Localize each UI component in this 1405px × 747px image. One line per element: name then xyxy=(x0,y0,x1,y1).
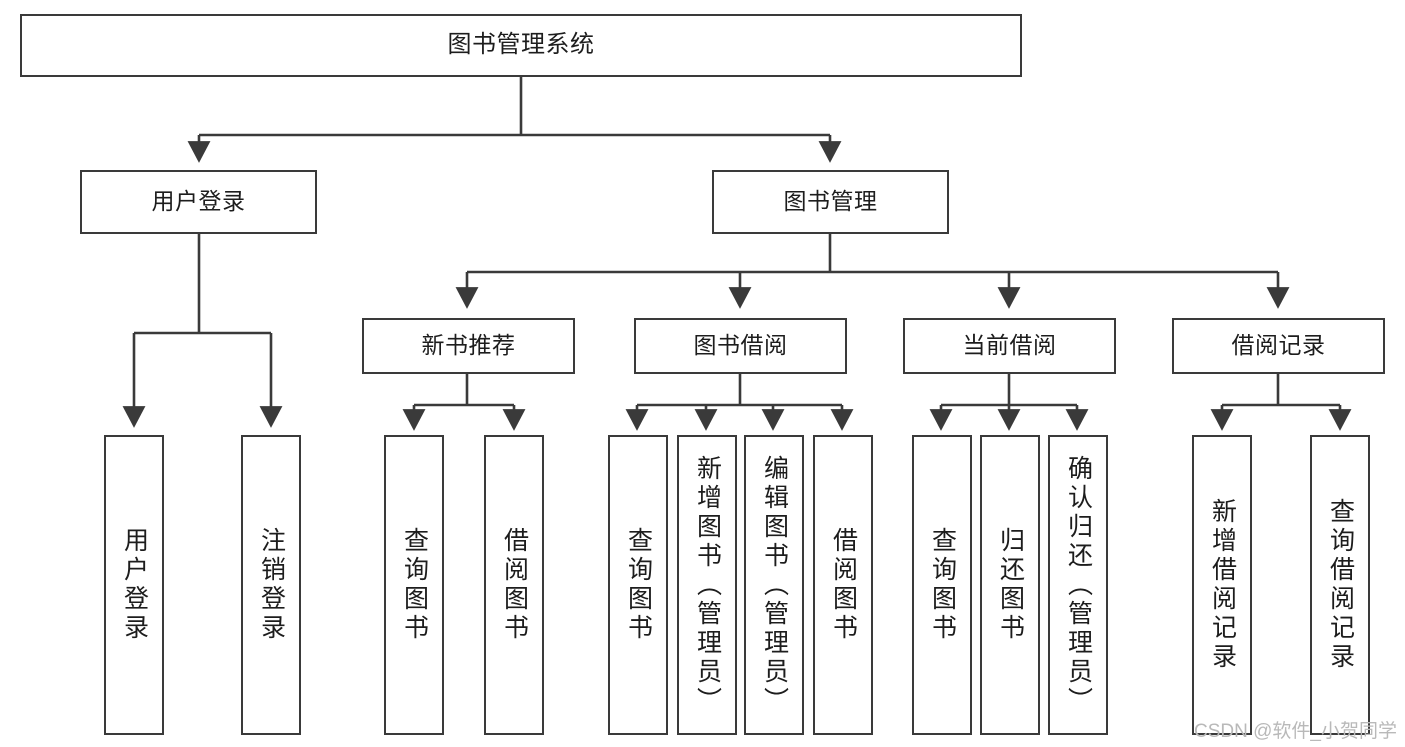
node-borrow-record[interactable]: 借阅记录 xyxy=(1172,318,1385,374)
watermark-text: CSDN @软件_小贺同学 xyxy=(1194,721,1397,742)
node-label: 查询图书 xyxy=(400,527,429,643)
node-new-book-recommend[interactable]: 新书推荐 xyxy=(362,318,575,374)
leaf-user-login[interactable]: 用户登录 xyxy=(104,435,164,735)
node-label: 图书管理 xyxy=(783,188,878,215)
node-label: 查询图书 xyxy=(928,527,957,643)
node-root-system[interactable]: 图书管理系统 xyxy=(20,14,1022,77)
leaf-newbook-query-book[interactable]: 查询图书 xyxy=(384,435,444,735)
node-label: 查询图书 xyxy=(624,527,653,643)
node-label: 图书借阅 xyxy=(693,332,788,359)
node-label: 用户登录 xyxy=(120,527,149,643)
leaf-current-return-book[interactable]: 归还图书 xyxy=(980,435,1040,735)
node-user-login[interactable]: 用户登录 xyxy=(80,170,317,234)
leaf-current-query-book[interactable]: 查询图书 xyxy=(912,435,972,735)
leaf-record-add-record[interactable]: 新增借阅记录 xyxy=(1192,435,1252,735)
node-label: 新书推荐 xyxy=(421,332,516,359)
node-label: 图书管理系统 xyxy=(447,31,595,59)
node-label: 新增图书（管理员） xyxy=(693,454,722,716)
leaf-logout[interactable]: 注销登录 xyxy=(241,435,301,735)
node-label: 查询借阅记录 xyxy=(1326,498,1355,672)
leaf-borrow-query-book[interactable]: 查询图书 xyxy=(608,435,668,735)
node-label: 注销登录 xyxy=(257,527,286,643)
node-label: 新增借阅记录 xyxy=(1208,498,1237,672)
node-label: 用户登录 xyxy=(151,188,246,215)
node-current-borrow[interactable]: 当前借阅 xyxy=(903,318,1116,374)
leaf-borrow-edit-book-admin[interactable]: 编辑图书（管理员） xyxy=(744,435,804,735)
node-label: 编辑图书（管理员） xyxy=(760,454,789,716)
node-book-management[interactable]: 图书管理 xyxy=(712,170,949,234)
node-label: 归还图书 xyxy=(996,527,1025,643)
node-label: 借阅图书 xyxy=(829,527,858,643)
leaf-record-query-record[interactable]: 查询借阅记录 xyxy=(1310,435,1370,735)
node-label: 当前借阅 xyxy=(962,332,1057,359)
leaf-borrow-borrow-book[interactable]: 借阅图书 xyxy=(813,435,873,735)
node-book-borrow[interactable]: 图书借阅 xyxy=(634,318,847,374)
node-label: 确认归还（管理员） xyxy=(1064,454,1093,716)
node-label: 借阅记录 xyxy=(1231,332,1326,359)
leaf-newbook-borrow-book[interactable]: 借阅图书 xyxy=(484,435,544,735)
leaf-borrow-add-book-admin[interactable]: 新增图书（管理员） xyxy=(677,435,737,735)
node-label: 借阅图书 xyxy=(500,527,529,643)
leaf-current-confirm-return-admin[interactable]: 确认归还（管理员） xyxy=(1048,435,1108,735)
